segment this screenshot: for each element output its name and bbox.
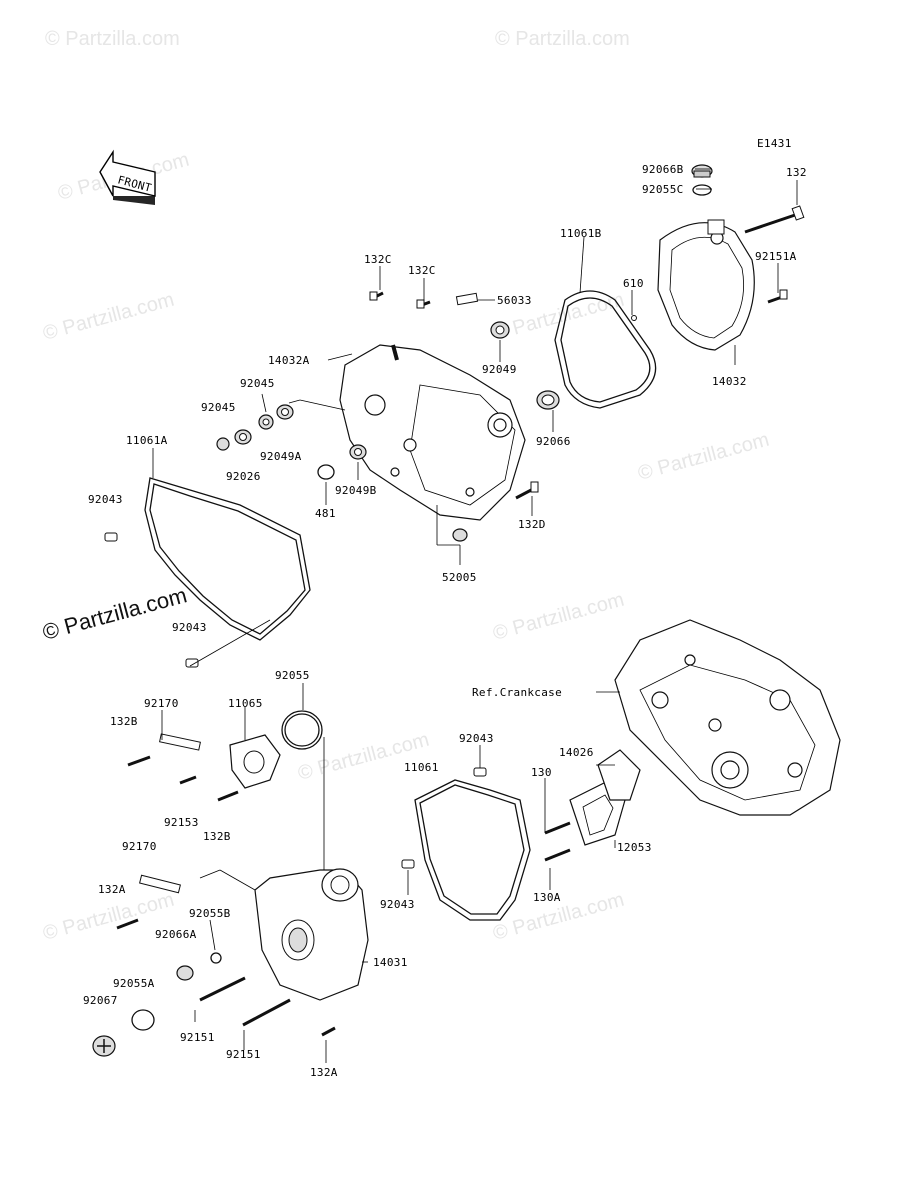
part-label[interactable]: 14032	[712, 375, 747, 388]
o-ring	[692, 184, 712, 196]
reference-crankcase	[614, 619, 841, 816]
part-label[interactable]: 130A	[533, 891, 561, 904]
part-label[interactable]: 92170	[144, 697, 179, 710]
part-label[interactable]: 92026	[226, 470, 261, 483]
part-label[interactable]: 92151	[226, 1048, 261, 1061]
watermark: © Partzilla.com	[41, 289, 177, 345]
clutch-cover-group	[554, 164, 805, 409]
reference-label: Ref.Crankcase	[472, 686, 562, 699]
generator-gasket	[144, 477, 311, 641]
part-label[interactable]: 132A	[98, 883, 126, 896]
watermark: © Partzilla.com	[636, 429, 772, 485]
part-label[interactable]: 92055A	[113, 977, 155, 990]
part-label[interactable]: 11061A	[126, 434, 168, 447]
o-ring-92055	[281, 710, 323, 750]
part-label[interactable]: 11061	[404, 761, 439, 774]
part-label[interactable]: 92049B	[335, 484, 377, 497]
part-label[interactable]: 92043	[172, 621, 207, 634]
part-label[interactable]: 92153	[164, 816, 199, 829]
part-label[interactable]: 11065	[228, 697, 263, 710]
part-label[interactable]: 132	[786, 166, 807, 179]
gasket-11061A-group	[104, 477, 311, 668]
part-label[interactable]: 92151A	[755, 250, 797, 263]
part-label[interactable]: 52005	[442, 571, 477, 584]
cover-gasket	[414, 779, 531, 921]
part-label[interactable]: 92049A	[260, 450, 302, 463]
watermark: © Partzilla.com	[495, 28, 630, 50]
part-label[interactable]: 92045	[201, 401, 236, 414]
part-label[interactable]: 92043	[88, 493, 123, 506]
part-label[interactable]: 56033	[497, 294, 532, 307]
part-label[interactable]: 132B	[110, 715, 138, 728]
part-label[interactable]: 132C	[408, 264, 436, 277]
leader-lines	[152, 168, 798, 1063]
crankcase-left-group	[216, 291, 560, 542]
part-label[interactable]: 92066A	[155, 928, 197, 941]
part-label[interactable]: 481	[315, 507, 336, 520]
generator-cover-group	[92, 710, 369, 1057]
part-label[interactable]: 92170	[122, 840, 157, 853]
part-label[interactable]: 14031	[373, 956, 408, 969]
part-label[interactable]: 610	[623, 277, 644, 290]
part-label[interactable]: 92055B	[189, 907, 231, 920]
part-label[interactable]: 132B	[203, 830, 231, 843]
part-label[interactable]: 11061B	[560, 227, 602, 240]
clutch-gasket	[554, 290, 657, 409]
part-label[interactable]: 92043	[459, 732, 494, 745]
part-label[interactable]: 92055	[275, 669, 310, 682]
part-label[interactable]: 92045	[240, 377, 275, 390]
crankcase-half	[339, 344, 526, 521]
part-label[interactable]: 14026	[559, 746, 594, 759]
part-label[interactable]: 92049	[482, 363, 517, 376]
part-label[interactable]: 132D	[518, 518, 546, 531]
gasket-11061-group	[401, 767, 531, 921]
sprocket-cover-group	[544, 749, 641, 862]
part-label[interactable]: 92067	[83, 994, 118, 1007]
part-label[interactable]: 92043	[380, 898, 415, 911]
part-label[interactable]: 92055C	[642, 183, 684, 196]
front-arrow-icon: FRONT	[99, 149, 156, 205]
part-labels: 92066B 92055C 132 92151A 11061B 610 1403…	[83, 163, 807, 1079]
watermark: © Partzilla.com	[296, 729, 432, 785]
part-label[interactable]: 92066B	[642, 163, 684, 176]
part-label[interactable]: 12053	[617, 841, 652, 854]
watermark-main: © Partzilla.com	[40, 582, 190, 645]
diagram-code: E1431	[757, 137, 792, 150]
part-label[interactable]: 130	[531, 766, 552, 779]
part-label[interactable]: 92151	[180, 1031, 215, 1044]
part-label[interactable]: 132C	[364, 253, 392, 266]
watermark: © Partzilla.com	[491, 589, 627, 645]
clutch-cover	[657, 222, 755, 351]
part-label[interactable]: 132A	[310, 1066, 338, 1079]
part-label[interactable]: 14032A	[268, 354, 310, 367]
part-label[interactable]: 92066	[536, 435, 571, 448]
watermark: © Partzilla.com	[45, 28, 180, 50]
